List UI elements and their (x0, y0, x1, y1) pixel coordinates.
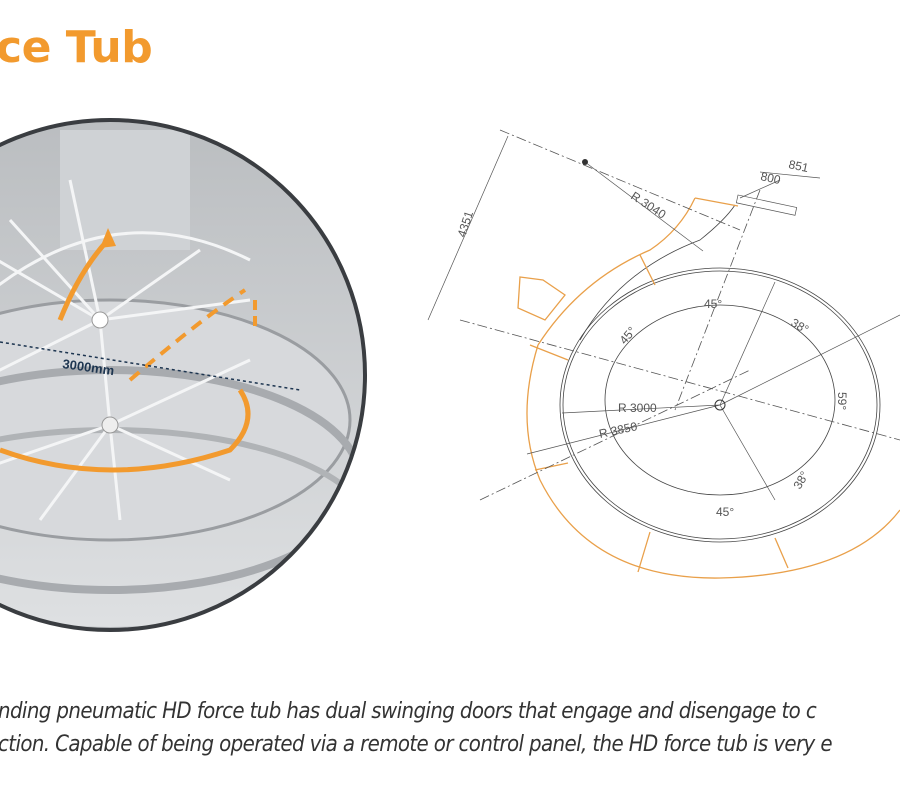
angle-59: 59° (835, 392, 849, 410)
force-tub-render-image: 3000mm (0, 118, 367, 632)
dimension-label: 3000mm (62, 356, 116, 378)
dim-851: 851 (787, 157, 810, 175)
angle-45-left: 45° (617, 324, 640, 347)
dim-800: 800 (759, 169, 782, 187)
angle-45-bottom: 45° (716, 505, 734, 519)
description-line-1: nding pneumatic HD force tub has dual sw… (0, 699, 817, 724)
dim-4351: 4351 (455, 209, 477, 239)
dim-r3850: R 3850 (598, 419, 639, 441)
angle-38-bottom: 38° (790, 469, 811, 492)
angle-38-top: 38° (789, 315, 812, 336)
technical-drawing: 4351 R 3040 800 851 R 3000 R 3850 45° 45… (427, 129, 900, 579)
dim-r3040: R 3040 (628, 189, 668, 222)
description-line-2: ction. Capable of being operated via a r… (0, 732, 833, 757)
dim-r3000: R 3000 (618, 401, 657, 415)
page-title: ce Tub (0, 22, 153, 73)
angle-45-top: 45° (704, 297, 722, 311)
description: nding pneumatic HD force tub has dual sw… (0, 695, 900, 761)
